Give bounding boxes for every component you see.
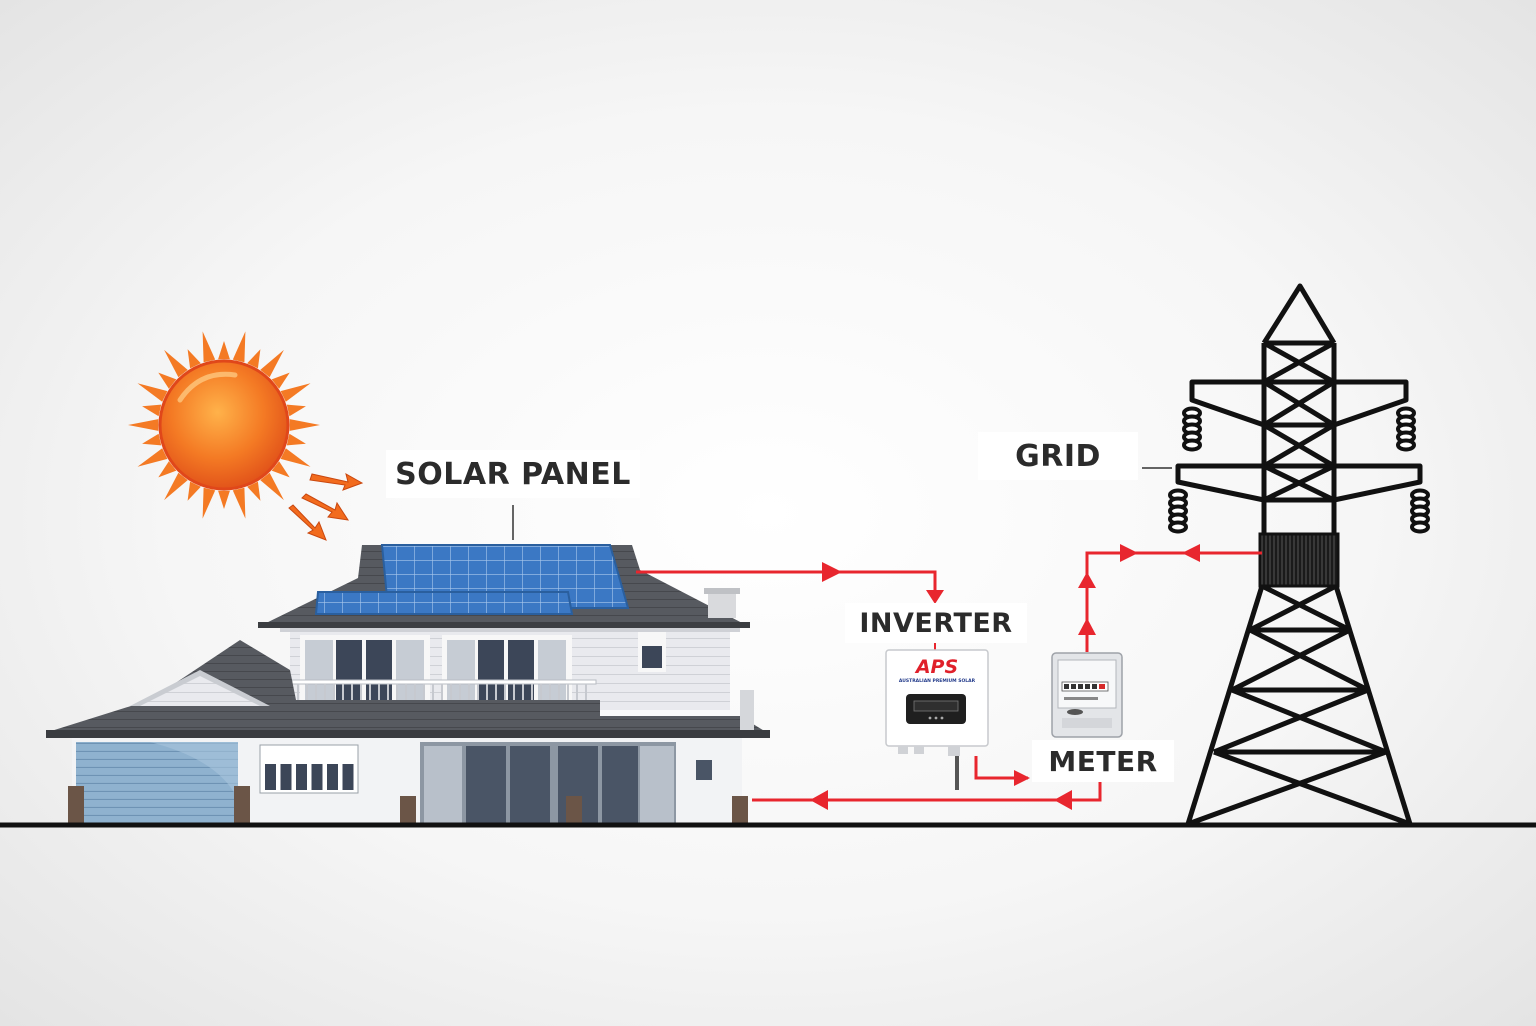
inverter-label: INVERTER <box>845 603 1027 643</box>
sun-ray <box>286 433 306 446</box>
insulator-icons <box>1168 406 1430 534</box>
window-pane <box>327 764 338 790</box>
sun-ray <box>218 490 230 509</box>
transmission-tower-icon <box>1175 283 1423 827</box>
sun-ray <box>142 433 162 446</box>
sun-ray <box>289 419 320 431</box>
solar-panel-label: SOLAR PANEL <box>386 450 640 498</box>
sun-ray <box>260 349 284 378</box>
insulator-disc <box>1168 520 1188 534</box>
sun-ray <box>137 448 168 467</box>
window-pane <box>311 764 323 790</box>
sun-ray <box>187 349 201 369</box>
inverter-brand-logo: APS <box>914 656 958 678</box>
sun-ray <box>202 331 216 363</box>
sun-icon <box>128 331 320 519</box>
window-pane <box>296 764 307 790</box>
sun-ray <box>137 383 168 402</box>
sun-ray <box>232 331 246 363</box>
sun-ray <box>280 448 311 467</box>
insulator-disc <box>1410 520 1430 534</box>
window-pane <box>265 764 276 790</box>
meter-label: METER <box>1032 740 1174 782</box>
window-pane <box>342 764 354 790</box>
window-pane <box>280 764 292 790</box>
sun-ray <box>247 349 261 369</box>
sun-ray <box>142 404 162 417</box>
sun-ray <box>280 383 311 402</box>
inverter-brand-subtitle: AUSTRALIAN PREMIUM SOLAR <box>899 678 976 684</box>
sun-ray <box>164 349 188 378</box>
sun-ray <box>260 472 284 501</box>
sun-ray <box>271 372 290 389</box>
tower-coil-band <box>1258 532 1340 588</box>
insulator-disc <box>1396 438 1416 452</box>
sun-ray <box>158 372 177 389</box>
grid-label: GRID <box>978 432 1138 480</box>
sun-ray <box>247 481 261 501</box>
electricity-meter <box>1051 652 1123 738</box>
sun-ray <box>286 404 306 417</box>
energy-flow-lines <box>636 551 1262 802</box>
inverter-device <box>885 649 989 790</box>
sun-ray <box>128 419 159 431</box>
sun-ray <box>271 461 290 478</box>
solar-panel-array <box>314 544 630 615</box>
sun-ray <box>158 461 177 478</box>
sun-ray <box>218 341 230 360</box>
sun-ray <box>202 487 216 519</box>
flow-arrow-icons <box>810 544 1200 810</box>
insulator-disc <box>1182 438 1202 452</box>
sun-ray <box>187 481 201 501</box>
sun-ray <box>164 472 188 501</box>
sunlight-arrows-icon <box>288 472 364 541</box>
sun-ray <box>232 487 246 519</box>
